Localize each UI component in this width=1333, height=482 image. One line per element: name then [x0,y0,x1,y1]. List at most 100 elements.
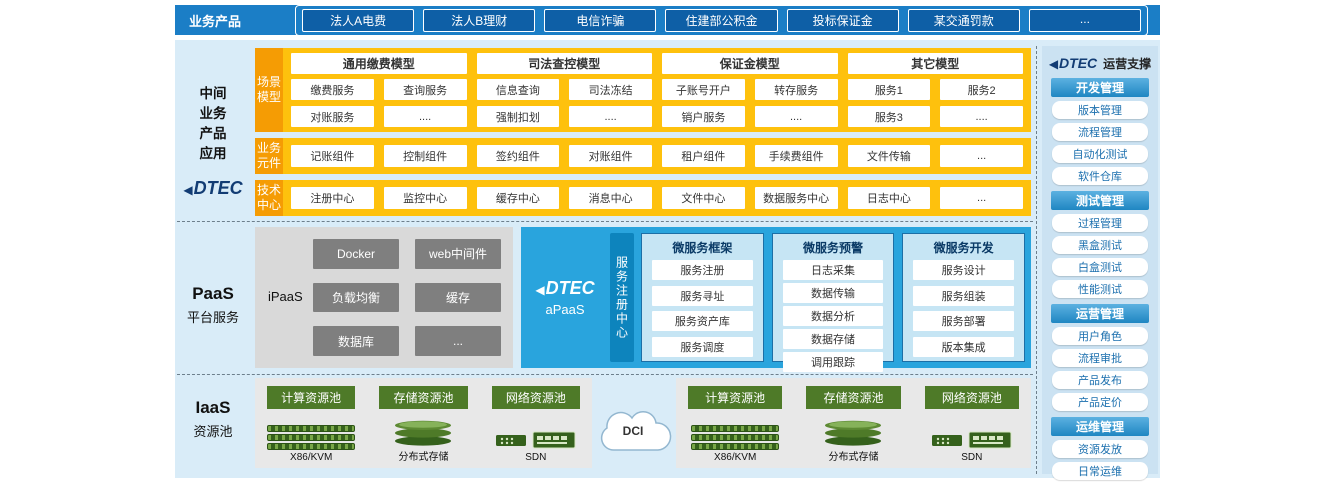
ipaas-label: iPaaS [268,289,303,304]
dtec-logo: ◀DTEC [174,178,252,199]
storage-resource: 分布式存储 [806,414,900,463]
scene-group-judicial: 司法查控模型 信息查询司法冻结强制扣划.... [476,53,652,127]
resource-pool-row: 计算资源池存储资源池网络资源池 [688,386,1019,409]
microservice-button: 数据存储 [782,329,884,349]
server-rack-icon [267,425,356,450]
ops-group-operation: 运营管理 用户角色流程审批产品发布产品定价 [1050,304,1150,411]
microservice-button: 数据传输 [782,283,884,303]
resource-pool-button: 存储资源池 [806,386,901,409]
tech-center-button: 监控中心 [383,187,467,209]
ops-item-button: 白盒测试 [1052,258,1148,276]
ops-group-title: 测试管理 [1051,191,1149,210]
product-button: 电信诈骗 [544,8,657,32]
panel-title: 微服务框架 [672,241,733,255]
tech-center-items: 注册中心监控中心缓存中心消息中心文件中心数据服务中心日志中心... [283,180,1031,216]
dtec-triangle-icon: ◀ [183,183,193,197]
tech-center-tag: 技术 中心 [255,180,283,216]
scene-service-button: 对账服务 [291,106,374,127]
scene-service-button: .... [383,106,467,127]
horizontal-dashed-divider-2 [177,374,1033,375]
vertical-dashed-divider [1036,46,1037,474]
resource-pool-button: 存储资源池 [379,386,468,409]
ops-group-title: 运维管理 [1051,417,1149,436]
microservice-button: 日志采集 [782,260,884,280]
horizontal-dashed-divider-1 [177,221,1033,222]
scene-group-items: 缴费服务查询服务对账服务.... [291,79,467,127]
business-component-items: 记账组件控制组件签约组件对账组件租户组件手续费组件文件传输... [283,138,1031,174]
ipaas-service-button: ... [415,326,501,356]
ipaas-service-button: 负载均衡 [313,282,399,313]
ops-item-button: 流程审批 [1052,349,1148,367]
product-button: 法人B理财 [423,8,536,32]
microservice-button: 服务资产库 [652,311,753,332]
network-label: SDN [961,452,983,463]
resource-pool-button: 网络资源池 [491,386,580,409]
product-button: ... [1028,8,1141,32]
business-products-label: 业务产品 [189,13,242,29]
product-button: 法人A电费 [302,8,415,32]
middle-business-section-label: 中间 业务 产品 应用 [199,86,227,161]
compute-resource: X86/KVM [267,414,356,463]
microservice-framework-panel: 微服务框架 服务注册服务寻址服务资产库服务调度 [641,233,764,362]
scene-group-payment: 通用缴费模型 缴费服务查询服务对账服务.... [291,53,467,127]
ops-group-testing: 测试管理 过程管理黑盒测试白盒测试性能测试 [1050,191,1150,298]
panel-items: 服务设计服务组装服务部署版本集成 [913,260,1015,357]
scene-service-button: 服务3 [847,106,931,127]
tech-center-bar: 技术 中心 注册中心监控中心缓存中心消息中心文件中心数据服务中心日志中心... [255,180,1031,216]
panel-title: 微服务开发 [933,241,994,255]
microservice-button: 数据分析 [782,306,884,326]
dtec-triangle-icon: ◀ [1048,57,1059,71]
tech-center-button: 缓存中心 [476,187,560,209]
paas-title: PaaS [192,284,234,303]
resource-pool-button: 计算资源池 [267,386,356,409]
ops-group-items: 资源发放日常运维监控预警应急处理 [1050,440,1150,482]
scene-service-button: .... [569,106,652,127]
microservice-button: 服务设计 [913,260,1015,280]
tech-center-button: 消息中心 [569,187,652,209]
apaas-label: aPaaS [545,302,585,317]
sdn-switch-icon [495,431,576,449]
ops-item-button: 版本管理 [1052,101,1148,119]
paas-section-label: PaaS 平台服务 [176,284,250,326]
panel-items: 服务注册服务寻址服务资产库服务调度 [652,260,753,357]
microservice-button: 服务部署 [913,311,1015,332]
scene-service-button: 服务1 [847,79,931,100]
microservice-button: 调用跟踪 [782,352,884,372]
ops-item-button: 自动化测试 [1052,145,1148,163]
dci-cloud: DCI [592,408,674,460]
operations-support-sidebar: ◀DTEC 运营支撑 开发管理 版本管理流程管理自动化测试软件仓库 测试管理 过… [1042,46,1158,480]
ops-group-title: 运营管理 [1051,304,1149,323]
scene-group-title: 通用缴费模型 [291,53,467,74]
business-component-button: 手续费组件 [754,145,838,167]
scene-group-deposit: 保证金模型 子账号开户转存服务销户服务.... [662,53,838,127]
business-component-tag: 业务 元件 [255,138,283,174]
ops-group-title: 开发管理 [1051,78,1149,97]
dtec-wordmark: DTEC [1059,55,1098,71]
microservice-button: 服务组装 [913,285,1015,306]
storage-disks-icon [395,420,452,446]
paas-subtitle: 平台服务 [186,310,239,325]
dtec-wordmark: DTEC [545,278,595,298]
storage-label: 分布式存储 [398,452,449,463]
business-component-button: 租户组件 [662,145,745,167]
tech-center-button: 文件中心 [662,187,745,209]
ops-item-button: 产品发布 [1052,371,1148,389]
storage-resource: 分布式存储 [379,414,467,463]
ipaas-service-button: 缓存 [415,282,501,313]
scene-groups: 通用缴费模型 缴费服务查询服务对账服务.... 司法查控模型 信息查询司法冻结强… [283,48,1031,132]
ops-group-development: 开发管理 版本管理流程管理自动化测试软件仓库 [1050,78,1150,185]
scene-group-title: 司法查控模型 [476,53,652,74]
compute-label: X86/KVM [290,452,333,463]
scene-service-button: 信息查询 [476,79,560,100]
iaas-section-label: IaaS 资源池 [176,398,250,440]
scene-group-title: 保证金模型 [662,53,838,74]
ops-item-button: 流程管理 [1052,123,1148,141]
ops-item-button: 黑盒测试 [1052,236,1148,254]
product-button: 某交通罚款 [907,8,1020,32]
ops-item-button: 产品定价 [1052,393,1148,411]
resource-pool-row: 计算资源池存储资源池网络资源池 [267,386,580,409]
compute-resource: X86/KVM [688,414,782,463]
